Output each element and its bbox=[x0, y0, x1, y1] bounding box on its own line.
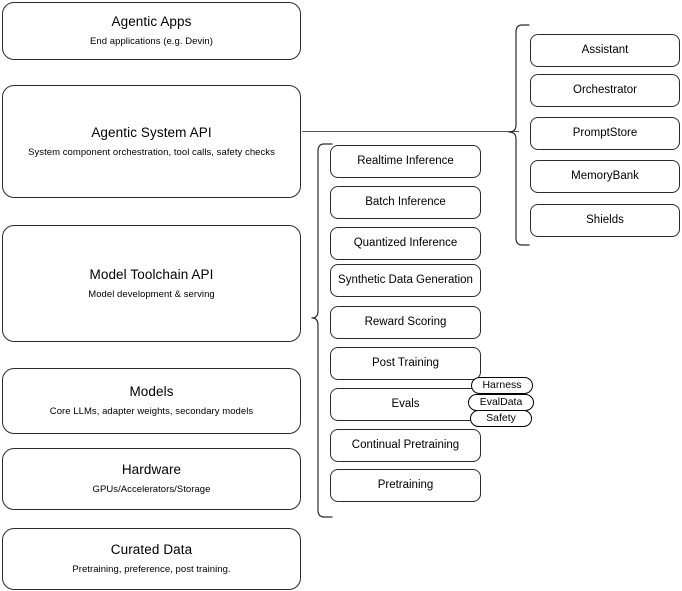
system-component-memorybank[interactable]: MemoryBank bbox=[530, 160, 680, 193]
eval-pill-label: Harness bbox=[482, 379, 522, 392]
toolchain-item-label: Quantized Inference bbox=[353, 237, 458, 250]
layer-title: Curated Data bbox=[110, 542, 193, 558]
layer-agentic-system-api[interactable]: Agentic System API System component orch… bbox=[2, 85, 301, 198]
eval-pill-harness[interactable]: Harness bbox=[471, 377, 533, 394]
toolchain-item-label: Continual Pretraining bbox=[351, 439, 460, 452]
toolchain-item-continual-pretraining[interactable]: Continual Pretraining bbox=[330, 429, 481, 462]
system-component-label: PromptStore bbox=[572, 127, 638, 140]
layer-title: Model Toolchain API bbox=[89, 266, 214, 282]
eval-pill-label: Safety bbox=[486, 412, 516, 425]
eval-pill-evaldata[interactable]: EvalData bbox=[468, 394, 534, 411]
toolchain-item-label: Batch Inference bbox=[365, 196, 446, 209]
toolchain-item-label: Synthetic Data Generation bbox=[338, 274, 473, 287]
system-component-label: Orchestrator bbox=[573, 84, 637, 97]
system-component-label: Shields bbox=[586, 214, 624, 227]
layer-agentic-apps[interactable]: Agentic Apps End applications (e.g. Devi… bbox=[2, 2, 301, 60]
toolchain-item-label: Realtime Inference bbox=[357, 155, 454, 168]
layer-title: Agentic System API bbox=[91, 124, 212, 140]
eval-pill-label: EvalData bbox=[479, 396, 523, 409]
connector-system-api-to-components bbox=[302, 131, 519, 132]
toolchain-item-synthetic-data-generation[interactable]: Synthetic Data Generation bbox=[330, 264, 481, 297]
layer-subtitle: Model development & serving bbox=[88, 288, 215, 300]
system-component-shields[interactable]: Shields bbox=[530, 204, 680, 237]
layer-title: Hardware bbox=[121, 462, 182, 478]
system-component-promptstore[interactable]: PromptStore bbox=[530, 117, 680, 150]
toolchain-item-batch-inference[interactable]: Batch Inference bbox=[330, 186, 481, 219]
layer-subtitle: End applications (e.g. Devin) bbox=[90, 36, 213, 47]
layer-subtitle: Pretraining, preference, post training. bbox=[72, 564, 231, 575]
layer-curated-data[interactable]: Curated Data Pretraining, preference, po… bbox=[2, 528, 301, 590]
toolchain-item-evals[interactable]: Evals bbox=[330, 388, 481, 421]
toolchain-item-reward-scoring[interactable]: Reward Scoring bbox=[330, 306, 481, 339]
layer-models[interactable]: Models Core LLMs, adapter weights, secon… bbox=[2, 368, 301, 434]
brace-system-components bbox=[508, 24, 530, 246]
brace-toolchain bbox=[311, 143, 333, 518]
toolchain-item-label: Post Training bbox=[371, 357, 440, 370]
toolchain-item-post-training[interactable]: Post Training bbox=[330, 347, 481, 380]
toolchain-item-realtime-inference[interactable]: Realtime Inference bbox=[330, 145, 481, 178]
toolchain-item-label: Evals bbox=[391, 398, 420, 411]
toolchain-item-label: Pretraining bbox=[377, 479, 434, 492]
toolchain-item-label: Reward Scoring bbox=[364, 316, 447, 329]
system-component-label: MemoryBank bbox=[571, 170, 639, 183]
layer-title: Models bbox=[129, 384, 174, 400]
eval-pill-safety[interactable]: Safety bbox=[470, 410, 532, 427]
layer-title: Agentic Apps bbox=[111, 14, 192, 30]
system-component-orchestrator[interactable]: Orchestrator bbox=[530, 74, 680, 107]
toolchain-item-pretraining[interactable]: Pretraining bbox=[330, 469, 481, 502]
toolchain-item-quantized-inference[interactable]: Quantized Inference bbox=[330, 227, 481, 260]
system-component-assistant[interactable]: Assistant bbox=[530, 34, 680, 67]
system-component-label: Assistant bbox=[581, 44, 629, 57]
layer-subtitle: Core LLMs, adapter weights, secondary mo… bbox=[49, 406, 254, 417]
layer-model-toolchain-api[interactable]: Model Toolchain API Model development & … bbox=[2, 225, 301, 342]
layer-hardware[interactable]: Hardware GPUs/Accelerators/Storage bbox=[2, 448, 301, 510]
layer-subtitle: GPUs/Accelerators/Storage bbox=[92, 484, 211, 495]
layer-subtitle: System component orchestration, tool cal… bbox=[28, 146, 275, 158]
